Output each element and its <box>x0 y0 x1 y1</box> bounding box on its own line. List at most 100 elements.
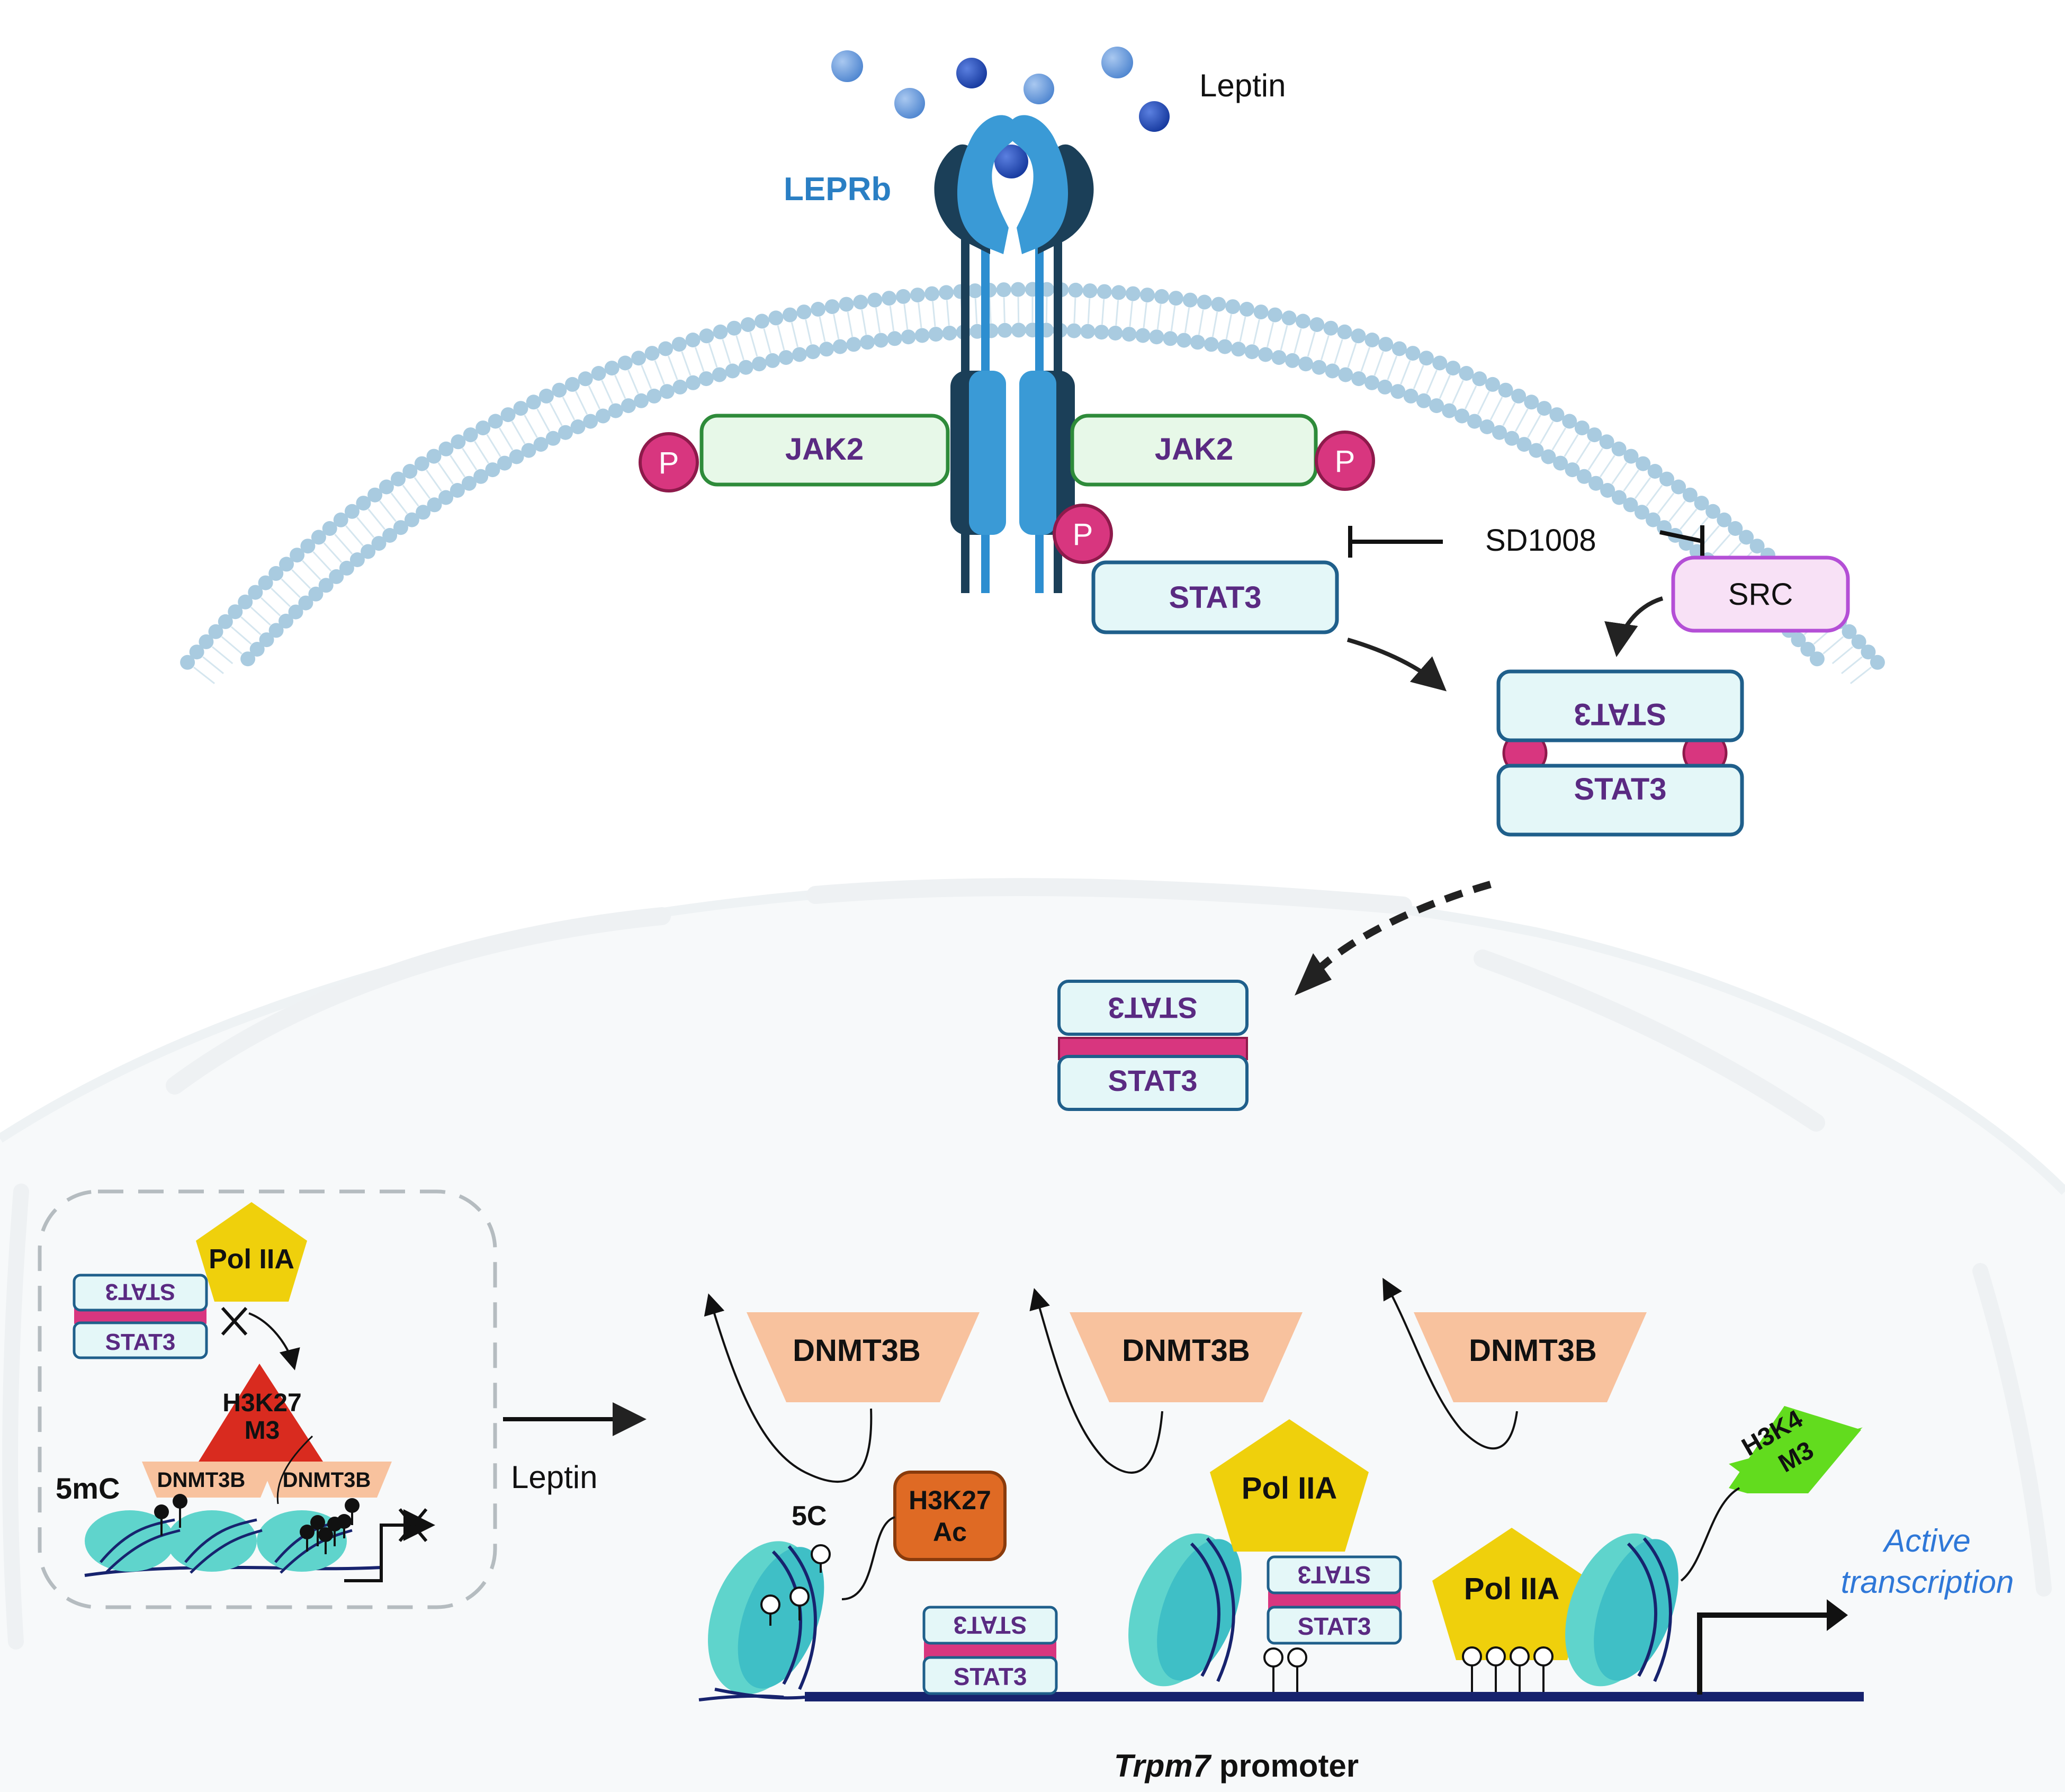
lipid-head <box>1446 361 1461 376</box>
src-label: SRC <box>1728 577 1793 612</box>
lipid-tail <box>1539 421 1554 444</box>
lipid-head <box>1524 395 1539 410</box>
lipid-tail <box>1464 385 1477 409</box>
lipid-head <box>578 371 593 387</box>
lipid-head <box>1271 350 1287 365</box>
lipid-tail <box>654 360 665 385</box>
lipid-tail <box>549 402 563 426</box>
lipid-head <box>608 403 623 418</box>
lipid-head <box>1634 505 1649 520</box>
lipid-head <box>1097 284 1112 299</box>
lipid-head <box>631 351 647 366</box>
src-kinase: SRC <box>1671 555 1850 633</box>
lipid-head <box>1298 356 1314 372</box>
lipid-tail <box>1101 299 1105 325</box>
stat3-label-flipped: STAT3 <box>105 1279 176 1305</box>
lipid-head <box>1140 288 1155 303</box>
lipid-head <box>475 420 491 436</box>
lipid-tail <box>312 551 332 572</box>
lipid-head <box>379 479 394 495</box>
lipid-tail <box>722 339 731 364</box>
lipid-head <box>1659 471 1674 487</box>
lipid-head <box>1682 487 1698 503</box>
lipid-head <box>339 560 354 576</box>
lipid-head <box>1390 384 1406 399</box>
nuclear-fold <box>166 907 671 1095</box>
lipid-head <box>1646 512 1661 527</box>
lipid-head <box>914 328 930 343</box>
h3k27m3-label-line2: M3 <box>245 1417 280 1445</box>
lipid-tail <box>1611 462 1628 485</box>
lipid-tail <box>1280 325 1288 351</box>
stat3-label: STAT3 <box>1298 1612 1371 1640</box>
lipid-head <box>738 360 753 375</box>
lipid-head <box>308 586 324 602</box>
lipid-tail <box>450 455 466 478</box>
unmethylated-cpg-site-3 <box>1462 1646 1554 1692</box>
jak2-right: JAK2 <box>1070 414 1318 487</box>
lipid-tail <box>1129 301 1133 327</box>
lipid-head <box>1364 333 1380 347</box>
h3k27ac-mark: H3K27 Ac <box>841 1471 1007 1600</box>
promoter-gene: Trpm7 <box>1114 1748 1212 1784</box>
dnmt3b-released-2: DNMT3B <box>1029 1288 1303 1474</box>
lipid-tail <box>474 441 489 464</box>
lipid-head <box>1068 282 1083 298</box>
lipid-head <box>1281 310 1297 326</box>
lipid-head <box>180 655 195 670</box>
lipid-head <box>1429 398 1444 414</box>
lipid-head <box>238 594 253 610</box>
lipid-tail <box>221 636 243 655</box>
lipid-tail <box>1143 302 1147 328</box>
lipid-head <box>969 324 985 339</box>
dnmt3b-label: DNMT3B <box>1122 1333 1250 1368</box>
lipid-head <box>1364 375 1379 390</box>
lipid-tail <box>1849 666 1872 684</box>
leprb-receptor <box>934 115 1094 593</box>
h3k27m3-label-line1: H3K27 <box>222 1389 301 1417</box>
five-mc-label: 5mC <box>56 1472 120 1505</box>
sd1008-label: SD1008 <box>1485 523 1596 558</box>
lipid-head <box>1574 420 1590 436</box>
lipid-head <box>910 288 925 303</box>
lipid-tail <box>426 469 442 492</box>
promoter-label: Trpm7 promoter <box>1114 1748 1359 1784</box>
lipid-head <box>1190 335 1205 350</box>
lipid-tail <box>1334 339 1343 364</box>
lipid-head <box>901 329 916 345</box>
lipid-head <box>882 291 897 306</box>
lipid-head <box>1647 464 1663 479</box>
active-tss <box>1697 1599 1848 1695</box>
phospho-jak2-right: P <box>1315 431 1375 491</box>
lipid-head <box>928 327 944 342</box>
lipid-tail <box>1267 322 1274 347</box>
lipid-tail <box>1551 427 1567 451</box>
lipid-tail <box>1527 415 1541 438</box>
lipid-head <box>699 328 714 344</box>
lipid-head <box>1611 441 1627 456</box>
lipid-head <box>1623 497 1638 513</box>
blocked-marker <box>221 1306 248 1336</box>
lipid-tail <box>356 517 375 538</box>
lipid-head <box>533 437 549 452</box>
leptin-molecule <box>1023 74 1054 104</box>
lipid-head <box>1066 323 1082 338</box>
lipid-head <box>1338 367 1353 382</box>
lipid-head <box>1728 521 1743 536</box>
lipid-tail <box>763 328 771 354</box>
lipid-tail <box>833 314 840 339</box>
lipid-tail <box>1360 347 1371 372</box>
lipid-head <box>1378 337 1394 352</box>
lipid-tail <box>1822 636 1844 655</box>
lipid-head <box>318 578 334 593</box>
lipid-head <box>778 350 794 365</box>
lipid-head <box>329 569 344 584</box>
lipid-head <box>997 322 1012 338</box>
lipid-head <box>300 539 316 554</box>
lipid-head <box>1492 425 1507 440</box>
lipid-tail <box>1623 469 1639 492</box>
lipid-tail <box>791 322 798 347</box>
lipid-head <box>867 292 883 308</box>
lipid-head <box>248 585 263 600</box>
lipid-head <box>924 286 940 301</box>
